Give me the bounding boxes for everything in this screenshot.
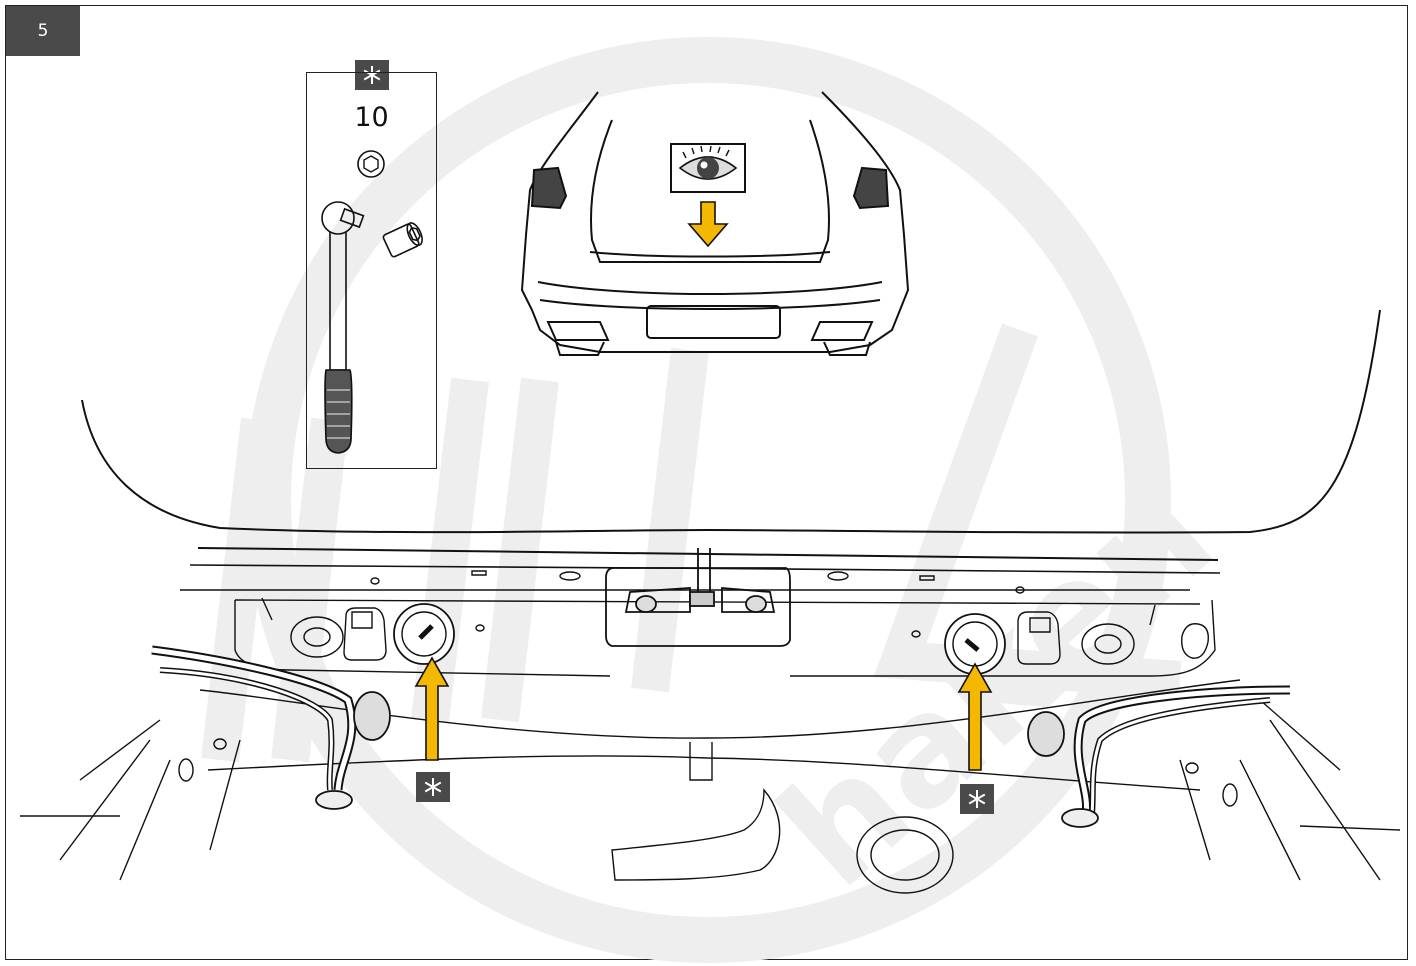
step-number-badge: 5: [6, 6, 80, 56]
step-number: 5: [37, 21, 49, 41]
bumper-outline: [81, 309, 1381, 534]
mounting-bolt-left: [393, 603, 455, 665]
eye-icon: [670, 143, 746, 193]
inspect-down-arrow: [687, 201, 729, 248]
bolt-arrow-left: [414, 656, 450, 761]
mounting-bolt-right: [944, 613, 1006, 675]
hex-nut-icon: [357, 150, 385, 178]
socket-wrench-icon: [321, 201, 423, 454]
rear-panel: [20, 547, 1401, 894]
cable-harness-right: [1027, 685, 1291, 828]
tow-hook-mount: [605, 548, 791, 647]
tool-panel-frame: [306, 72, 437, 469]
cable-harness-left: [151, 645, 391, 810]
bolt-arrow-right: [957, 662, 993, 771]
tool-panel: [321, 60, 423, 454]
wrench-size-label: 10: [354, 102, 389, 133]
car-rear-view: [520, 91, 910, 356]
